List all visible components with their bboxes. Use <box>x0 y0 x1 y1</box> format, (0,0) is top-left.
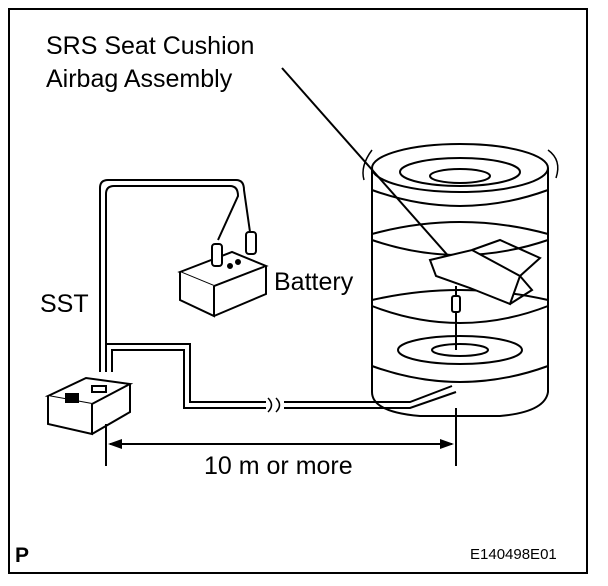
battery-harness <box>99 179 251 372</box>
sst-label: SST <box>40 290 89 318</box>
figure-code: E140498E01 <box>470 546 557 563</box>
airbag-assembly <box>428 238 542 350</box>
corner-mark: P <box>15 544 30 567</box>
battery-label: Battery <box>274 268 354 296</box>
sst-unit <box>44 376 134 436</box>
airbag-title-line2: Airbag Assembly <box>46 65 233 93</box>
battery-icon <box>177 231 269 318</box>
tire-stack <box>362 143 559 417</box>
wire-break-mark <box>267 397 281 413</box>
distance-dimension <box>105 408 457 466</box>
dimension-arrowheads <box>108 439 454 449</box>
diagram-frame <box>8 8 588 574</box>
airbag-title-line1: SRS Seat Cushion <box>46 32 255 60</box>
distance-label: 10 m or more <box>204 452 353 480</box>
